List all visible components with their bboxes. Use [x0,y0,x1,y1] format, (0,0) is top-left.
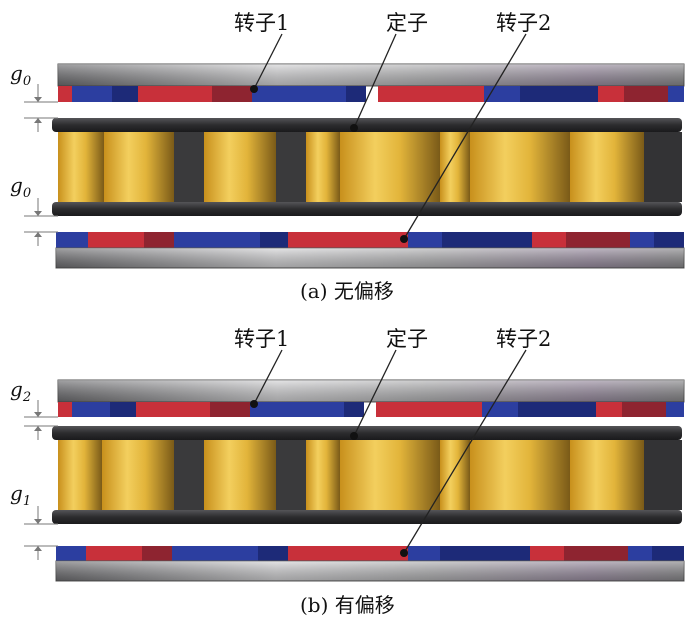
gap-markers-a [24,84,58,246]
stator [52,118,682,216]
leaders-a [253,33,527,240]
rotor2-magnets-b [56,546,684,561]
rotor2-magnets [56,232,684,248]
panel-a: g0 g0 转子1 定子 转子2 (a) 无偏移 [10,11,685,303]
label-stator-b: 定子 [386,327,428,351]
label-stator-a: 定子 [386,11,428,35]
gap-markers-b [24,400,58,560]
label-rotor2-b: 转子2 [496,327,551,351]
label-rotor2-a: 转子2 [496,11,551,35]
gap-label-top-b: g2 [10,377,31,405]
gap-label-bottom-b: g1 [10,481,31,509]
rotor1-magnets-b [58,402,684,417]
gap-label-bottom-a: g0 [10,173,31,201]
stator-b [52,426,682,524]
gap-label-top-a: g0 [10,61,31,89]
rotor1-magnets [58,86,684,102]
panel-b: g2 g1 转子1 定子 转子2 (b) 有偏移 [10,327,685,617]
label-rotor1-b: 转子1 [234,327,289,351]
caption-b: (b) 有偏移 [300,593,395,617]
label-rotor1-a: 转子1 [234,11,289,35]
caption-a: (a) 无偏移 [300,279,394,303]
leaders-b [253,349,527,554]
